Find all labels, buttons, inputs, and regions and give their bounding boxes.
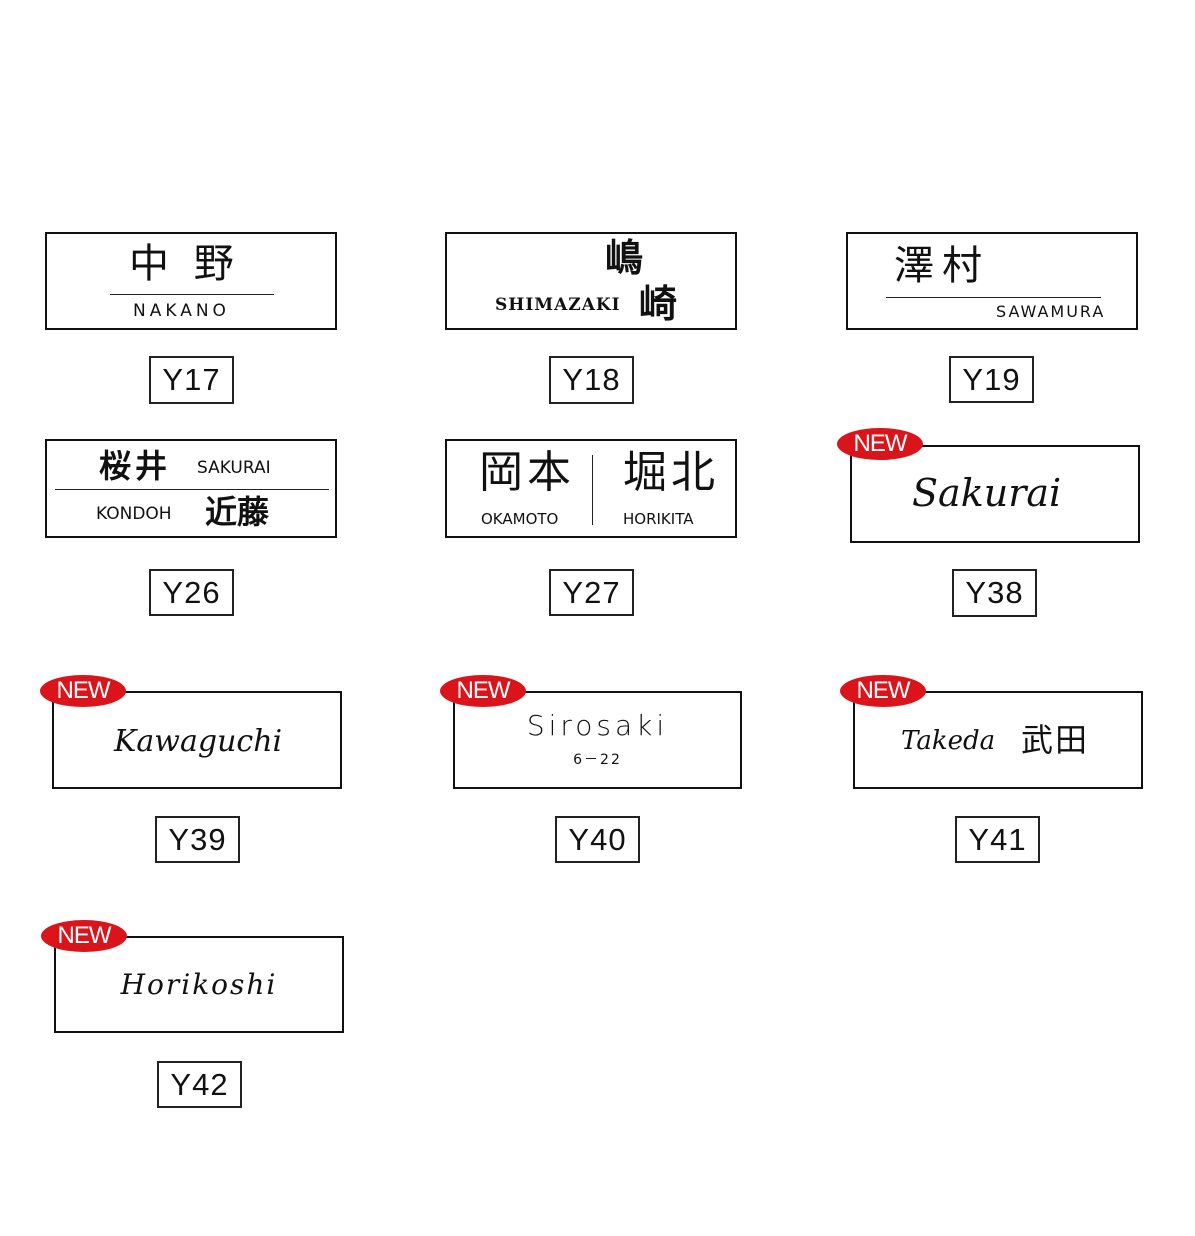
plate-script-name: Takeda [901,726,996,756]
plate-y40[interactable]: Sirosaki 6－22 [453,691,742,789]
plate-y19[interactable]: 澤村 SAWAMURA [846,232,1138,330]
plate-y17[interactable]: 中 野 NAKANO [45,232,337,330]
plate-kanji-bottom: 崎 [639,282,678,326]
plate-y42[interactable]: Horikoshi [54,936,344,1033]
plate-romaji: SAWAMURA [996,302,1106,321]
divider-line [110,294,274,295]
model-code: Y27 [549,569,634,616]
divider-line [55,489,329,490]
plate-y41[interactable]: Takeda 武田 [853,691,1143,789]
plate-name: Sirosaki [526,709,669,742]
plate-y38[interactable]: Sakurai [850,445,1140,543]
vertical-divider [592,455,593,525]
plate-kanji: 中 野 [129,241,240,287]
plate-romaji-2: KONDOH [96,504,172,524]
plate-kanji: 澤村 [894,243,990,289]
plate-romaji-1: SAKURAI [197,458,271,478]
plate-romaji: NAKANO [133,301,230,321]
new-badge: NEW [41,920,127,952]
model-code: Y40 [555,816,640,863]
model-code: Y26 [149,569,234,616]
plate-y39[interactable]: Kawaguchi [52,691,342,789]
divider-line [886,297,1101,298]
model-code: Y18 [549,356,634,404]
model-code: Y41 [955,816,1040,863]
plate-kanji-2: 堀北 [623,447,719,498]
model-code: Y38 [952,569,1037,617]
new-badge: NEW [837,428,923,460]
plate-kanji-2: 近藤 [205,493,270,531]
plate-y27[interactable]: 岡本 OKAMOTO 堀北 HORIKITA [445,439,737,538]
plate-script-name: Sakurai [912,471,1062,515]
new-badge: NEW [40,675,126,707]
model-code: Y39 [155,816,240,863]
model-code: Y19 [949,356,1034,403]
plate-house-number: 6－22 [573,752,622,768]
plate-kanji-top: 嶋 [605,236,644,280]
plate-script-name: Kawaguchi [114,724,283,759]
new-badge: NEW [840,675,926,707]
plate-kanji-1: 岡本 [479,447,575,498]
plate-romaji-1: OKAMOTO [481,510,559,528]
new-badge: NEW [440,675,526,707]
plate-kanji-1: 桜井 [99,447,172,485]
plate-kanji: 武田 [1021,721,1090,759]
model-code: Y42 [157,1061,242,1108]
plate-romaji-2: HORIKITA [623,510,694,528]
plate-y26[interactable]: 桜井 SAKURAI KONDOH 近藤 [45,439,337,538]
plate-romaji: SHIMAZAKI [495,295,621,315]
plate-y18[interactable]: SHIMAZAKI 嶋 崎 [445,232,737,330]
plate-script-name: Horikoshi [120,968,278,1001]
model-code: Y17 [149,356,234,404]
